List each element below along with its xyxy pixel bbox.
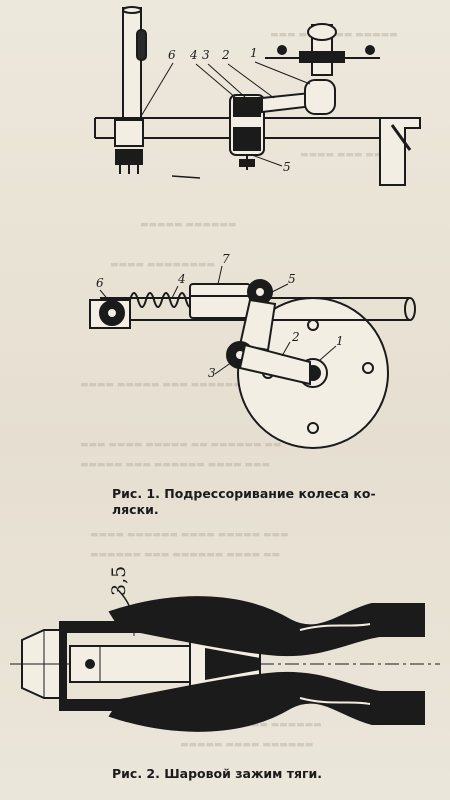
figure1-caption-line1: Рис. 1. Подрессоривание колеса ко- [112,486,376,501]
fig1-top-label-3: 3 [202,48,210,62]
figure2-dimension-label: 3,5 [108,565,130,596]
fig1-bottom-label-4: 4 [178,272,186,286]
figure1-caption-line2: ляски. [112,502,159,517]
fig1-top-label-1: 1 [250,46,258,60]
fig1-top-label-4: 4 [190,48,198,62]
fig1-bottom-label-6: 6 [96,276,104,290]
figure2-caption: Рис. 2. Шаровой зажим тяги. [112,766,323,781]
fig1-top-label-5: 5 [283,160,291,174]
figure1-caption: Рис. 1. Подрессоривание колеса ко- ляски… [112,486,432,518]
fig1-bottom-label-2: 2 [292,330,300,344]
fig1-bottom-label-7: 7 [222,252,230,266]
fig1-bottom-label-5: 5 [288,272,296,286]
fig1-top-label-6: 6 [168,48,176,62]
fig1-bottom-label-3: 3 [208,366,216,380]
fig1-bottom-label-1: 1 [336,334,344,348]
fig1-top-label-2: 2 [222,48,230,62]
